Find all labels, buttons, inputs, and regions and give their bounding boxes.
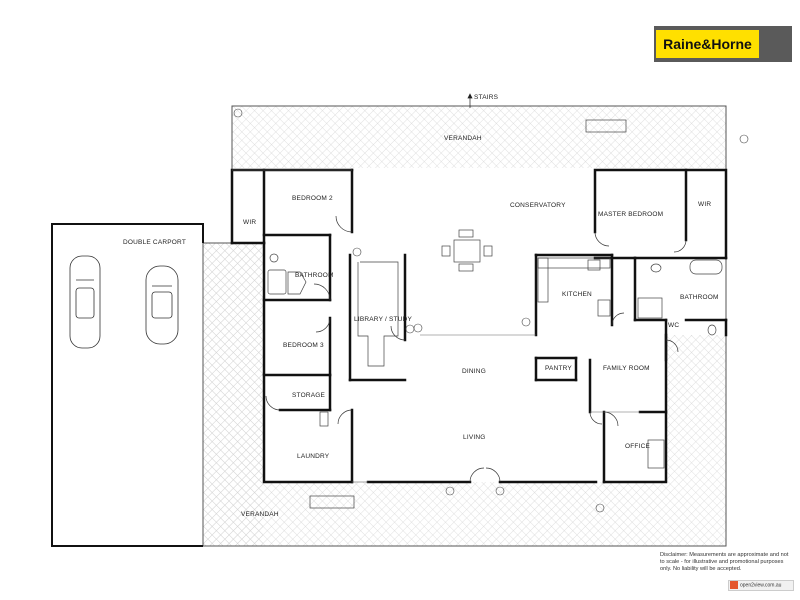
- open2view-logo-icon: [730, 581, 738, 589]
- car-left: [69, 255, 101, 349]
- label-family-room: FAMILY ROOM: [603, 365, 650, 372]
- label-dining: DINING: [462, 368, 486, 375]
- house-interior: [232, 168, 726, 482]
- label-wir-left: WIR: [243, 219, 256, 226]
- stairs-arrow: [467, 93, 473, 108]
- openings: [232, 169, 640, 483]
- label-stairs: STAIRS: [474, 94, 499, 101]
- car-right: [145, 265, 179, 345]
- label-bathroom-right: BATHROOM: [680, 294, 719, 301]
- brand-logo: Raine&Horne: [654, 26, 792, 62]
- label-kitchen: KITCHEN: [562, 291, 592, 298]
- label-storage: STORAGE: [292, 392, 326, 399]
- label-wc: WC: [668, 322, 679, 329]
- plant-icons: [233, 108, 749, 513]
- label-laundry: LAUNDRY: [297, 453, 330, 460]
- fixtures: [267, 119, 723, 509]
- label-library: LIBRARY / STUDY: [354, 316, 412, 323]
- label-wir-right: WIR: [698, 201, 711, 208]
- disclaimer-text: Disclaimer: Measurements are approximate…: [660, 552, 789, 572]
- room-labels: STAIRS VERANDAH VERANDAH DOUBLE CARPORT …: [123, 94, 719, 518]
- label-bedroom-2: BEDROOM 2: [292, 195, 333, 202]
- walls: [230, 168, 728, 484]
- label-master-bedroom: MASTER BEDROOM: [598, 211, 663, 218]
- label-living: LIVING: [463, 434, 486, 441]
- label-verandah-bottom: VERANDAH: [241, 511, 279, 518]
- label-pantry: PANTRY: [545, 365, 572, 372]
- carport: [51, 223, 204, 547]
- label-verandah-top: VERANDAH: [444, 135, 482, 142]
- label-double-carport: DOUBLE CARPORT: [123, 239, 186, 246]
- doors: [265, 215, 687, 483]
- label-bathroom-left: BATHROOM: [295, 272, 334, 279]
- label-bedroom-3: BEDROOM 3: [283, 342, 324, 349]
- open2view-badge: open2view.com.au: [728, 580, 794, 591]
- label-conservatory: CONSERVATORY: [510, 202, 566, 209]
- brand-logo-text: Raine&Horne: [656, 30, 759, 58]
- label-office: OFFICE: [625, 443, 650, 450]
- open2view-badge-text: open2view.com.au: [740, 582, 782, 589]
